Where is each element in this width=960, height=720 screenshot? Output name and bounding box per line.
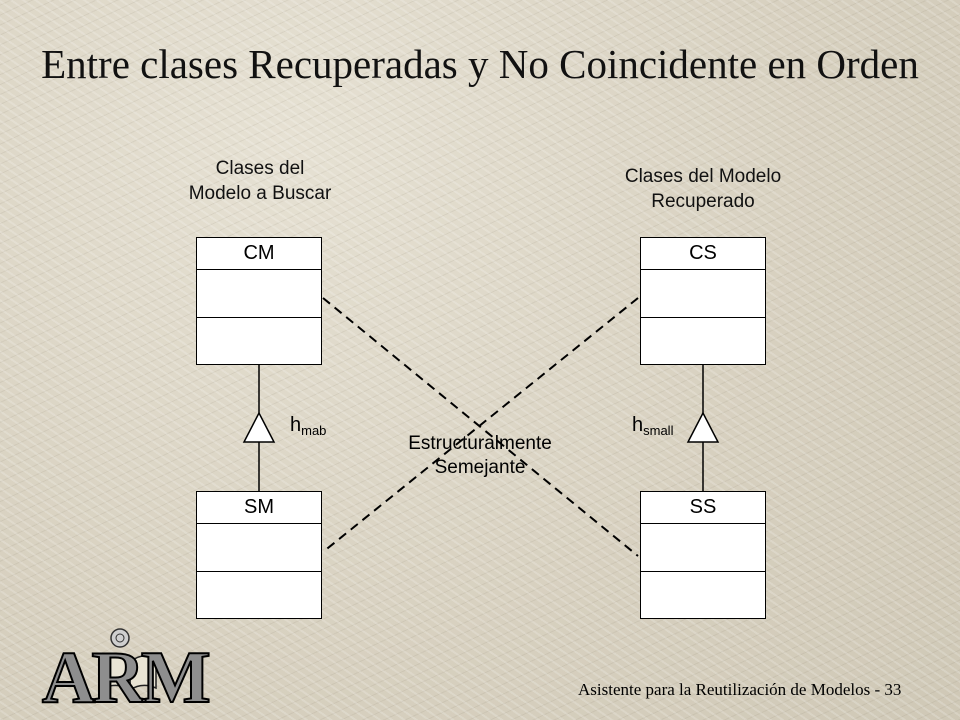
relation-label-line2: Semejante	[434, 457, 526, 478]
hierarchy-label-left: hmab	[290, 414, 326, 438]
book-icon	[103, 628, 157, 692]
left-group-label-line2: Modelo a Buscar	[188, 183, 332, 204]
right-group-label-line1: Clases del Modelo	[624, 166, 782, 187]
similarity-line-cm-ss	[322, 297, 639, 557]
right-group-label: Clases del Modelo Recuperado	[593, 164, 813, 214]
hierarchy-label-right: hsmall	[632, 414, 673, 438]
relation-label-line1: Estructuralmente	[408, 433, 552, 454]
hierarchy-label-right-base: h	[632, 414, 644, 436]
class-box-sm: SM	[196, 491, 322, 619]
class-name-ss: SS	[641, 492, 765, 524]
slide-title: Entre clases Recuperadas y No Coincident…	[41, 41, 919, 87]
class-attributes-cs	[641, 270, 765, 318]
arm-logo-text: ARM	[42, 637, 209, 712]
footer-text: Asistente para la Reutilización de Model…	[578, 680, 902, 699]
left-group-label-line1: Clases del	[215, 158, 305, 179]
class-name-cs: CS	[641, 238, 765, 270]
arm-logo: ARM	[41, 628, 214, 712]
class-operations-ss	[641, 572, 765, 618]
class-attributes-sm	[197, 524, 321, 572]
class-box-cs: CS	[640, 237, 766, 365]
generalization-triangle-right	[686, 411, 720, 443]
similarity-line-cs-sm	[322, 297, 639, 553]
hierarchy-label-right-sub: small	[643, 423, 674, 438]
right-group-label-line2: Recuperado	[651, 191, 755, 212]
hierarchy-label-left-sub: mab	[301, 423, 327, 438]
class-name-sm: SM	[197, 492, 321, 524]
class-box-ss: SS	[640, 491, 766, 619]
class-operations-cm	[197, 318, 321, 364]
class-attributes-cm	[197, 270, 321, 318]
relation-label: Estructuralmente Semejante	[390, 432, 570, 480]
class-operations-sm	[197, 572, 321, 618]
class-operations-cs	[641, 318, 765, 364]
class-name-cm: CM	[197, 238, 321, 270]
class-attributes-ss	[641, 524, 765, 572]
hierarchy-label-left-base: h	[290, 414, 302, 436]
generalization-triangle-left	[242, 411, 276, 443]
class-box-cm: CM	[196, 237, 322, 365]
left-group-label: Clases del Modelo a Buscar	[160, 156, 360, 206]
